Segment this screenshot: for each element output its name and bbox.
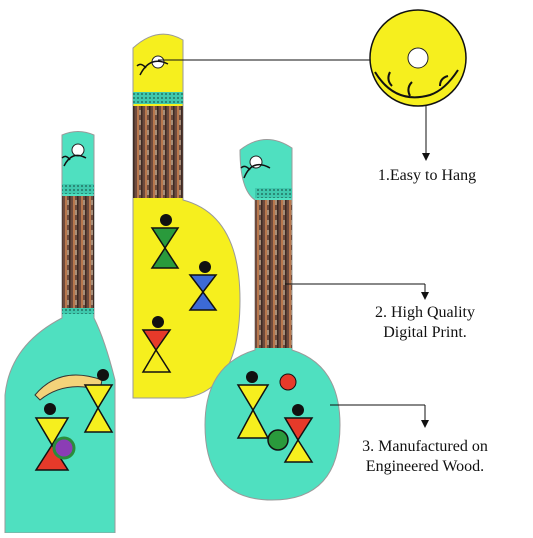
hang-hole-zoom (369, 9, 467, 107)
feature-engineered-wood-line1: 3. Manufactured on (362, 438, 488, 455)
feature-engineered-wood-line2: Engineered Wood. (365, 458, 485, 475)
callout-lines (158, 59, 430, 428)
feature-digital-print-line2: Digital Print. (383, 324, 467, 341)
feature-digital-print-line1: 2. High Quality (375, 304, 475, 321)
feature-easy-to-hang-line1: 1.Easy to Hang (377, 167, 477, 184)
middle-knife (132, 33, 241, 399)
feature-engineered-wood: 3. Manufactured on Engineered Wood. (340, 437, 510, 477)
right-spoon (204, 139, 341, 501)
feature-digital-print: 2. High Quality Digital Print. (350, 303, 500, 343)
feature-easy-to-hang: 1.Easy to Hang (362, 166, 492, 186)
left-spatula (4, 131, 116, 534)
